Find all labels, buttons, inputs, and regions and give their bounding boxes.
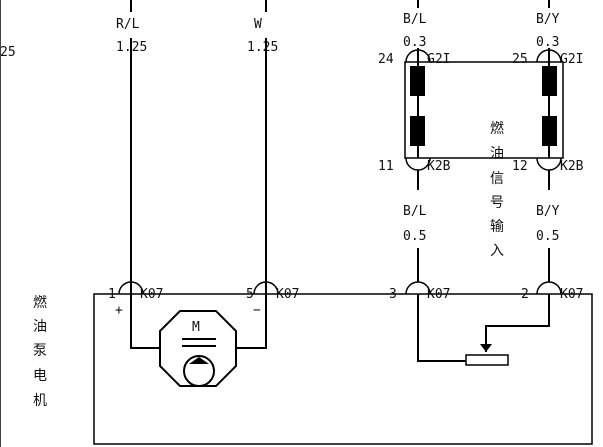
pump-pin-number: 2 [521, 287, 529, 302]
connector-code-label: G2I [427, 52, 450, 67]
terminal-block [410, 66, 425, 96]
fuel-pump-label: 燃 油 泵 电 机 [33, 294, 47, 409]
fuel-pump-housing [93, 293, 593, 445]
svg-text:输: 输 [490, 219, 504, 235]
motor-feed-minus [236, 290, 267, 349]
motor-rotor-icon [183, 355, 215, 387]
motor-letter: M [192, 320, 200, 335]
wire-w-color: W [254, 17, 262, 32]
wire-by-top-gauge: 0.3 [536, 35, 559, 50]
connector-code-label: K2B [427, 159, 451, 174]
terminal-block [542, 66, 557, 96]
signal-input-label: 燃 油 信 号 输 入 [490, 120, 504, 259]
sender-wire-by [485, 294, 550, 352]
pump-pin-number: 3 [389, 287, 397, 302]
pump-pin-code: K07 [427, 287, 450, 302]
svg-text:燃: 燃 [490, 120, 504, 137]
terminal-block [542, 116, 557, 146]
connector-pin-12-arc [536, 157, 562, 171]
inline-connector [404, 49, 564, 171]
svg-text:入: 入 [490, 243, 504, 259]
pump-pin-2-arc [536, 281, 562, 295]
svg-text:信: 信 [490, 171, 504, 187]
wire-bl-bottom-color: B/L [403, 204, 427, 219]
motor-feed-plus [130, 290, 160, 349]
svg-text:电: 电 [33, 368, 47, 384]
wire-w-gauge: 1.25 [247, 40, 278, 55]
motor-symbol [159, 310, 237, 387]
connector-pin-label: 11 [378, 159, 394, 174]
wire-by-bottom-color: B/Y [536, 204, 560, 219]
connector-pin-label: 12 [512, 159, 528, 174]
terminal-block [410, 116, 425, 146]
pump-pin-code: K07 [140, 287, 163, 302]
pump-pin-code: K07 [560, 287, 583, 302]
wire-bl-bottom-gauge: 0.5 [403, 229, 426, 244]
svg-text:油: 油 [33, 319, 47, 335]
connector-pin-label: 24 [378, 52, 394, 67]
pump-pin-number: 1 [108, 287, 116, 302]
connector-code-label: K2B [560, 159, 584, 174]
connector-code-label: G2I [560, 52, 583, 67]
pump-pin-code: K07 [276, 287, 299, 302]
connector-pin-24-arc [405, 49, 431, 63]
wire-by-top-color: B/Y [536, 12, 560, 27]
pump-pin-1-arc [118, 281, 144, 295]
wiper-arrow-icon [480, 344, 492, 352]
pump-pin-number: 5 [246, 287, 254, 302]
pump-pin-polarity: − [253, 303, 261, 318]
wire-rl-color: R/L [116, 17, 140, 32]
motor-arrow-icon [189, 357, 209, 364]
connector-pin-25-arc [536, 49, 562, 63]
edge-label: 25 [0, 45, 16, 60]
svg-text:燃: 燃 [33, 294, 47, 311]
svg-text:泵: 泵 [33, 343, 47, 359]
wire-bl-top-color: B/L [403, 12, 427, 27]
svg-text:号: 号 [490, 195, 504, 211]
connector-pin-label: 25 [512, 52, 528, 67]
pump-pin-polarity: + [115, 303, 123, 318]
sender-wire-bl [417, 294, 468, 362]
pump-pin-3-arc [405, 281, 431, 295]
pump-pin-5-arc [253, 281, 279, 295]
svg-text:机: 机 [33, 393, 47, 409]
wire-bl-top-gauge: 0.3 [403, 35, 426, 50]
fuel-level-resistor [465, 354, 509, 366]
wire-by-bottom-gauge: 0.5 [536, 229, 559, 244]
svg-text:油: 油 [490, 146, 504, 162]
